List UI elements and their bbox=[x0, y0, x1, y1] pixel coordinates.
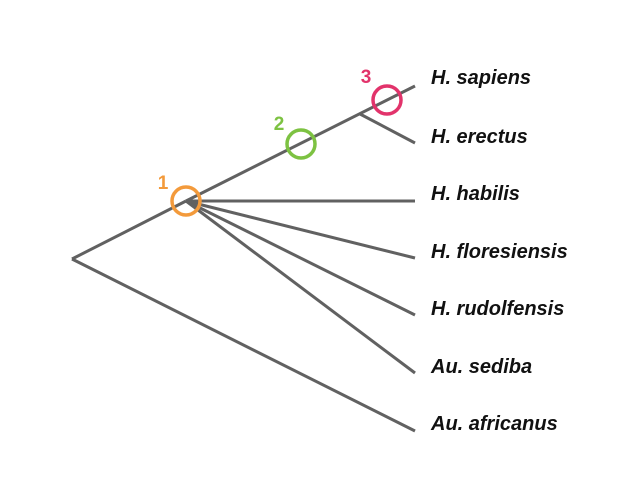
branch-node1-to-au-sediba bbox=[185, 199, 416, 375]
branch-node3-to-h-erectus bbox=[359, 112, 416, 145]
taxon-label-au-africanus: Au. africanus bbox=[430, 413, 558, 435]
taxon-label-h-habilis: H. habilis bbox=[431, 183, 520, 205]
branch-node1-to-h-rudolfensis bbox=[185, 199, 416, 317]
branch-root-to-node1 bbox=[71, 199, 187, 261]
node-3-label: 3 bbox=[361, 67, 372, 88]
node-1-ring bbox=[170, 185, 202, 217]
node-2-label: 2 bbox=[274, 114, 285, 135]
taxon-label-h-erectus: H. erectus bbox=[431, 126, 528, 148]
node-2-ring bbox=[285, 128, 317, 160]
taxon-label-h-sapiens: H. sapiens bbox=[431, 67, 531, 89]
node-1-label: 1 bbox=[158, 173, 169, 194]
taxon-labels: H. sapiens H. erectus H. habilis H. flor… bbox=[430, 67, 568, 435]
taxon-label-h-floresiensis: H. floresiensis bbox=[431, 241, 568, 263]
branches bbox=[71, 84, 416, 433]
branch-node1-to-h-sapiens bbox=[185, 84, 416, 203]
node-markers: 1 2 3 bbox=[158, 67, 403, 217]
node-3-ring bbox=[371, 84, 403, 116]
taxon-label-h-rudolfensis: H. rudolfensis bbox=[431, 298, 564, 320]
branch-root-to-au-africanus bbox=[71, 257, 416, 433]
branch-node1-to-h-floresiensis bbox=[185, 199, 416, 260]
taxon-label-au-sediba: Au. sediba bbox=[430, 356, 532, 378]
